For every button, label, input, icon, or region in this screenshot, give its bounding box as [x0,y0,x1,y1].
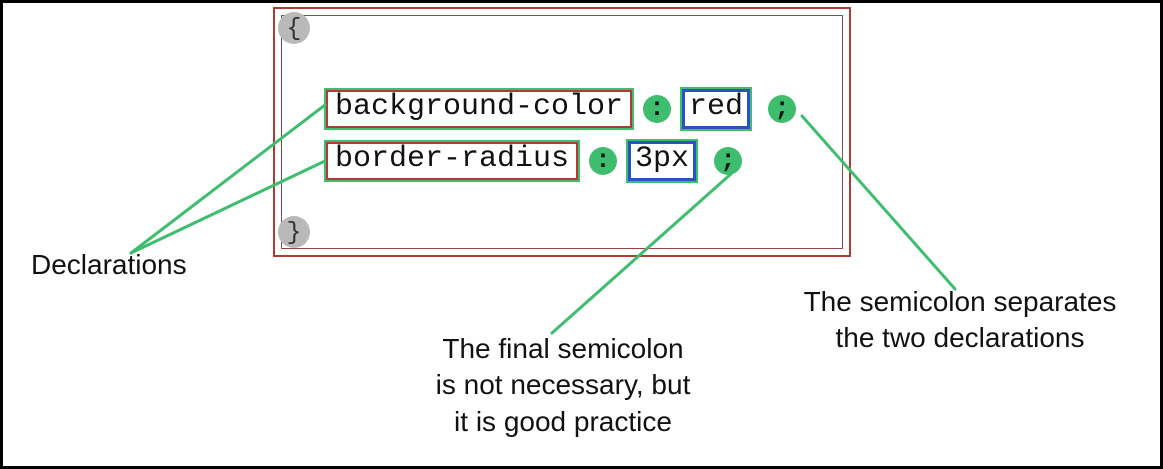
css-rule-inner-box [281,15,843,249]
css-rule-outer-box [273,7,851,257]
declaration-row-1: background-color : red ; [324,87,797,131]
colon-badge: : [589,146,618,175]
property-name: background-color [326,90,633,128]
value-text: red [682,89,751,129]
property-name: border-radius [326,142,579,180]
property-box: border-radius [324,140,581,182]
separator-note: The semicolon separates the two declarat… [803,286,1117,354]
value-box: red [680,87,753,131]
property-box: background-color [324,88,635,130]
open-brace-badge: { [278,12,310,44]
open-brace: { [286,13,302,43]
colon-badge: : [643,94,672,123]
declarations-label: Declarations [31,249,187,280]
semicolon-badge: ; [768,94,797,123]
declaration-row-2: border-radius : 3px ; [324,139,743,183]
value-text: 3px [628,141,697,181]
semicolon-badge: ; [714,146,743,175]
value-box: 3px [626,139,699,183]
close-brace: } [286,217,302,247]
close-brace-badge: } [278,216,310,248]
final-semicolon-note: The final semicolon is not necessary, bu… [435,333,691,437]
